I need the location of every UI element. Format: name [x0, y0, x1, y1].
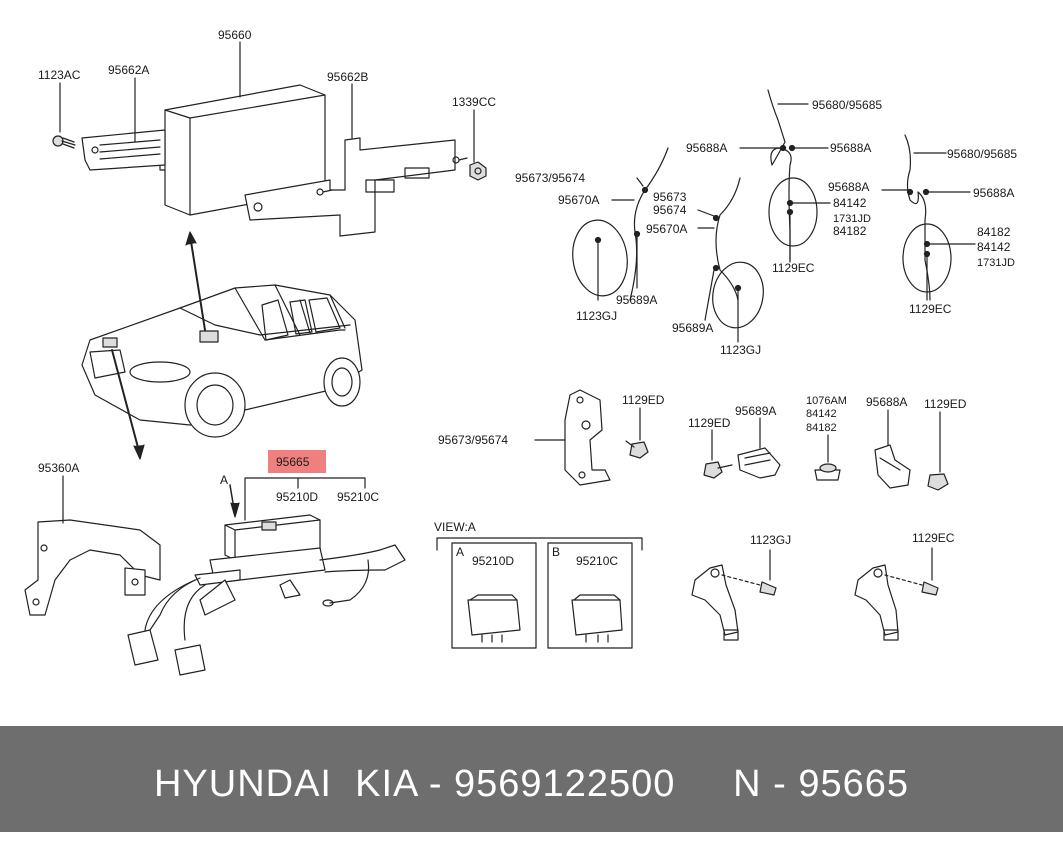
sensor-wire-3	[739, 89, 831, 263]
label-s2-95673: 95673	[653, 190, 687, 204]
label-view-arrow-a: A	[220, 473, 228, 487]
label-s1-1123gj: 1123GJ	[576, 309, 617, 323]
footer-part-number: HYUNDAI KIA - 9569122500 N - 95665	[153, 763, 910, 805]
label-s3-1129ec: 1129EC	[772, 261, 815, 275]
label-95660: 95660	[218, 28, 252, 42]
label-s2-1123gj: 1123GJ	[720, 343, 761, 357]
clip-95688a	[874, 409, 911, 489]
sensor-1129ec	[854, 547, 939, 641]
label-b-95673-95674: 95673/95674	[438, 433, 508, 447]
label-g-84142: 84142	[806, 408, 837, 420]
bracket-95662a	[81, 129, 166, 171]
label-view-a: VIEW:A	[434, 520, 476, 534]
parts-diagram: 95660 1123AC 95662A 95662B 1339CC 95665 …	[24, 28, 1017, 676]
labels: 95660 1123AC 95662A 95662B 1339CC 95665 …	[38, 28, 1017, 568]
label-s4-95680-95685: 95680/95685	[947, 147, 1017, 161]
label-s4-1731jd: 1731JD	[977, 257, 1015, 269]
label-95662a: 95662A	[108, 63, 149, 77]
label-s4-84182: 84182	[977, 225, 1011, 239]
label-h-1129ed: 1129ED	[924, 397, 967, 411]
label-s3-84142: 84142	[833, 196, 867, 210]
label-95662b: 95662B	[327, 70, 368, 84]
grommet-1076am	[814, 434, 841, 481]
label-sensor-left-1123gj: 1123GJ	[750, 533, 791, 547]
bolt-1123ac	[52, 135, 76, 149]
bracket-95662b	[244, 137, 456, 237]
label-s2-95674: 95674	[653, 203, 687, 217]
label-s2-95670a: 95670A	[646, 222, 687, 236]
label-h-95688a: 95688A	[866, 395, 907, 409]
bracket-95673	[564, 389, 611, 486]
label-1339cc: 1339CC	[452, 95, 496, 109]
label-s4-1129ec: 1129EC	[909, 302, 952, 316]
label-box-a-part: 95210D	[472, 554, 514, 568]
label-s3-95688a-left: 95688A	[686, 141, 727, 155]
label-s4-95688a-right: 95688A	[973, 186, 1014, 200]
nut-1339cc	[469, 161, 487, 181]
label-b-1129ed: 1129ED	[622, 393, 665, 407]
label-s3-84182: 84182	[833, 224, 867, 238]
label-s4-95688a-left: 95688A	[828, 180, 869, 194]
label-1123ac: 1123AC	[38, 68, 81, 82]
label-s1-95673-95674: 95673/95674	[515, 171, 585, 185]
label-s3-95680-95685: 95680/95685	[812, 98, 882, 112]
label-s4-84142: 84142	[977, 240, 1011, 254]
label-95210d: 95210D	[276, 490, 318, 504]
label-95360a: 95360A	[38, 461, 79, 475]
sensor-wire-1	[572, 147, 669, 301]
label-g-1076am: 1076AM	[806, 395, 847, 407]
bracket-95360a	[24, 519, 161, 616]
footer-bar: HYUNDAI KIA - 9569122500 N - 95665	[0, 726, 1063, 832]
label-s1-95689a: 95689A	[616, 293, 657, 307]
sensor-wire-4	[881, 134, 976, 301]
bolt-1129ed-a	[625, 407, 649, 459]
module-95665	[127, 514, 406, 676]
label-box-b-letter: B	[552, 545, 560, 559]
label-s3-95688a-right: 95688A	[830, 141, 871, 155]
label-s1-95670a: 95670A	[558, 193, 599, 207]
sensor-1123gj	[691, 549, 777, 641]
label-95210c: 95210C	[337, 490, 379, 504]
label-c-1129ed: 1129ED	[688, 416, 731, 430]
label-s2-95689a: 95689A	[672, 321, 713, 335]
bolt-1129ed-b	[703, 429, 733, 479]
label-g-84182: 84182	[806, 422, 837, 434]
bolt-1129ed-c	[927, 411, 949, 491]
label-box-b-part: 95210C	[576, 554, 618, 568]
label-s3-1731jd: 1731JD	[833, 213, 871, 225]
car-illustration	[81, 284, 363, 438]
view-a-box-a	[451, 542, 537, 649]
bolt-95662b	[316, 156, 468, 196]
label-box-a-letter: A	[456, 545, 464, 559]
clip-95689a	[737, 417, 781, 479]
label-95665: 95665	[276, 455, 310, 469]
view-a-box-b	[547, 542, 633, 649]
part-highlight	[268, 450, 326, 473]
sensor-wire-2	[697, 177, 764, 343]
label-c-95689a: 95689A	[735, 404, 776, 418]
label-sensor-right-1129ec: 1129EC	[912, 531, 955, 545]
